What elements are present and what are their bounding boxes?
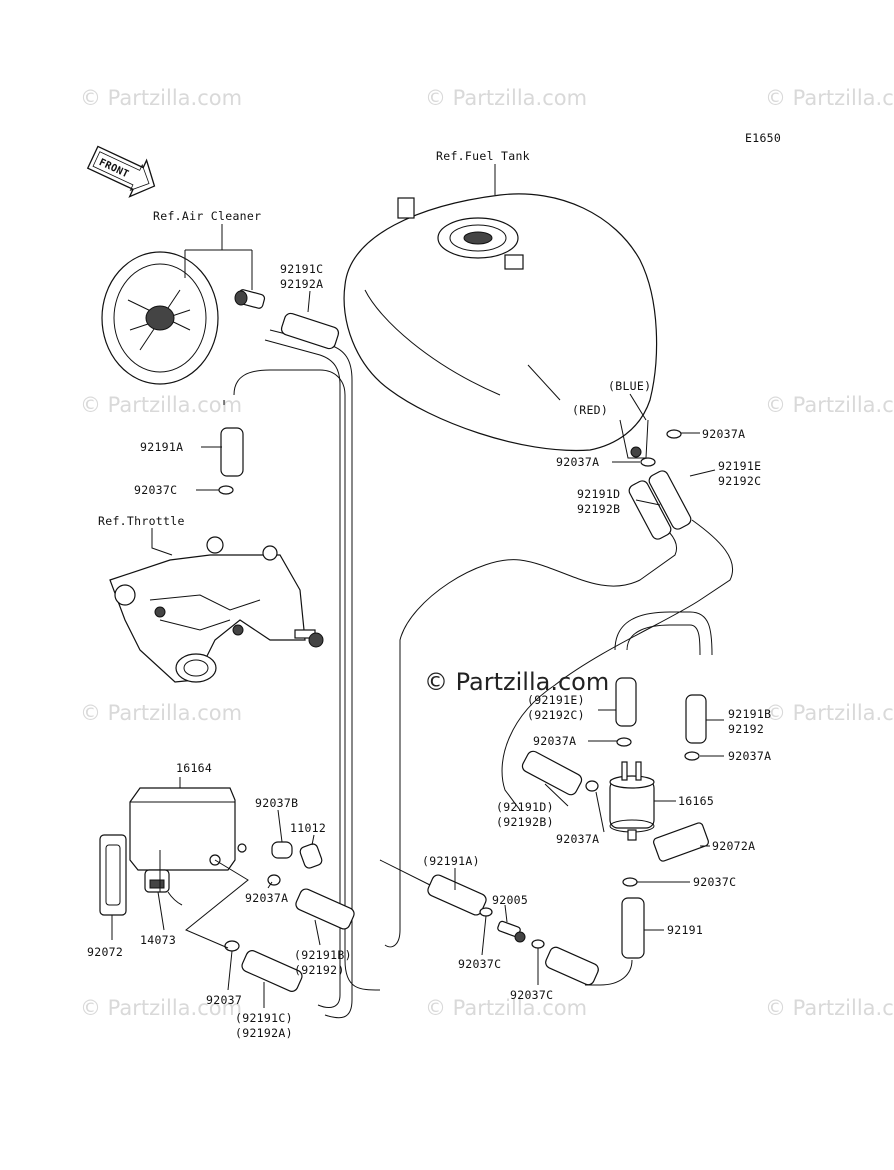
part-label: (92191C) xyxy=(235,1011,293,1025)
part-label: 14073 xyxy=(140,933,176,947)
part-label: (92192C) xyxy=(527,708,585,722)
part-label: 92192B xyxy=(577,502,620,516)
air-cleaner xyxy=(101,251,266,385)
part-labels: 92191C 92192A 92191A 92037C 92037A 92037… xyxy=(87,262,771,1040)
part-label: 92072A xyxy=(712,839,755,853)
watermark: © Partzilla.com xyxy=(765,393,894,417)
part-label: 92191C xyxy=(280,262,323,276)
tube-parts xyxy=(220,312,707,992)
part-label: 92037A xyxy=(533,734,576,748)
watermark: © Partzilla.com xyxy=(80,393,242,417)
part-label: 11012 xyxy=(290,821,326,835)
part-label: 92037C xyxy=(693,875,736,889)
hoses xyxy=(223,329,734,1019)
part-label: (92191E) xyxy=(527,693,585,707)
part-label: 92191 xyxy=(667,923,703,937)
part-label: 92037A xyxy=(245,891,288,905)
watermark: © Partzilla.com xyxy=(425,996,587,1020)
red-label: (RED) xyxy=(572,403,608,417)
fuel-tank xyxy=(343,193,658,459)
part-label: 92005 xyxy=(492,893,528,907)
watermark: © Partzilla.com xyxy=(765,86,894,110)
front-arrow: FRONT xyxy=(86,145,156,198)
part-label: 16165 xyxy=(678,794,714,808)
throttle-body xyxy=(109,536,324,683)
part-label: 92037C xyxy=(458,957,501,971)
watermark: © Partzilla.com xyxy=(80,996,242,1020)
part-label: (92192) xyxy=(294,963,345,977)
watermark: © Partzilla.com xyxy=(765,701,894,725)
bracket-92072a xyxy=(652,822,710,862)
part-label: 92192A xyxy=(280,277,323,291)
ref-throttle-label: Ref.Throttle xyxy=(98,514,185,528)
blue-label: (BLUE) xyxy=(608,379,651,393)
canister xyxy=(129,787,247,906)
part-label: 92192C xyxy=(718,474,761,488)
part-label: 92192 xyxy=(728,722,764,736)
part-label: (92192B) xyxy=(496,815,554,829)
part-label: 92037A xyxy=(556,455,599,469)
watermark: © Partzilla.com xyxy=(765,996,894,1020)
part-label: 92191A xyxy=(140,440,183,454)
part-label: (92191A) xyxy=(422,854,480,868)
watermark: © Partzilla.com xyxy=(80,86,242,110)
fuel-pump xyxy=(609,761,655,841)
part-label: (92191B) xyxy=(294,948,352,962)
bracket-92072 xyxy=(99,834,127,916)
part-label: 92191D xyxy=(577,487,620,501)
part-label: 92037C xyxy=(510,988,553,1002)
filter-92005 xyxy=(497,920,526,943)
ref-air-cleaner-label: Ref.Air Cleaner xyxy=(153,209,261,223)
part-label: 92037B xyxy=(255,796,298,810)
part-label: 16164 xyxy=(176,761,212,775)
part-label: 92037A xyxy=(728,749,771,763)
part-label: 92037A xyxy=(702,427,745,441)
center-watermark: © Partzilla.com xyxy=(424,668,609,696)
part-label: (92192A) xyxy=(235,1026,293,1040)
watermark: © Partzilla.com xyxy=(80,701,242,725)
part-label: 92037C xyxy=(134,483,177,497)
ref-fuel-tank-label: Ref.Fuel Tank xyxy=(436,149,530,163)
part-label: 92037 xyxy=(206,993,242,1007)
part-label: (92191D) xyxy=(496,800,554,814)
part-label: 92191B xyxy=(728,707,771,721)
part-label: 92037A xyxy=(556,832,599,846)
part-label: 92191E xyxy=(718,459,761,473)
part-label: 92072 xyxy=(87,945,123,959)
watermark: © Partzilla.com xyxy=(425,86,587,110)
leader-lines xyxy=(111,290,724,1008)
diagram-code: E1650 xyxy=(745,131,781,145)
